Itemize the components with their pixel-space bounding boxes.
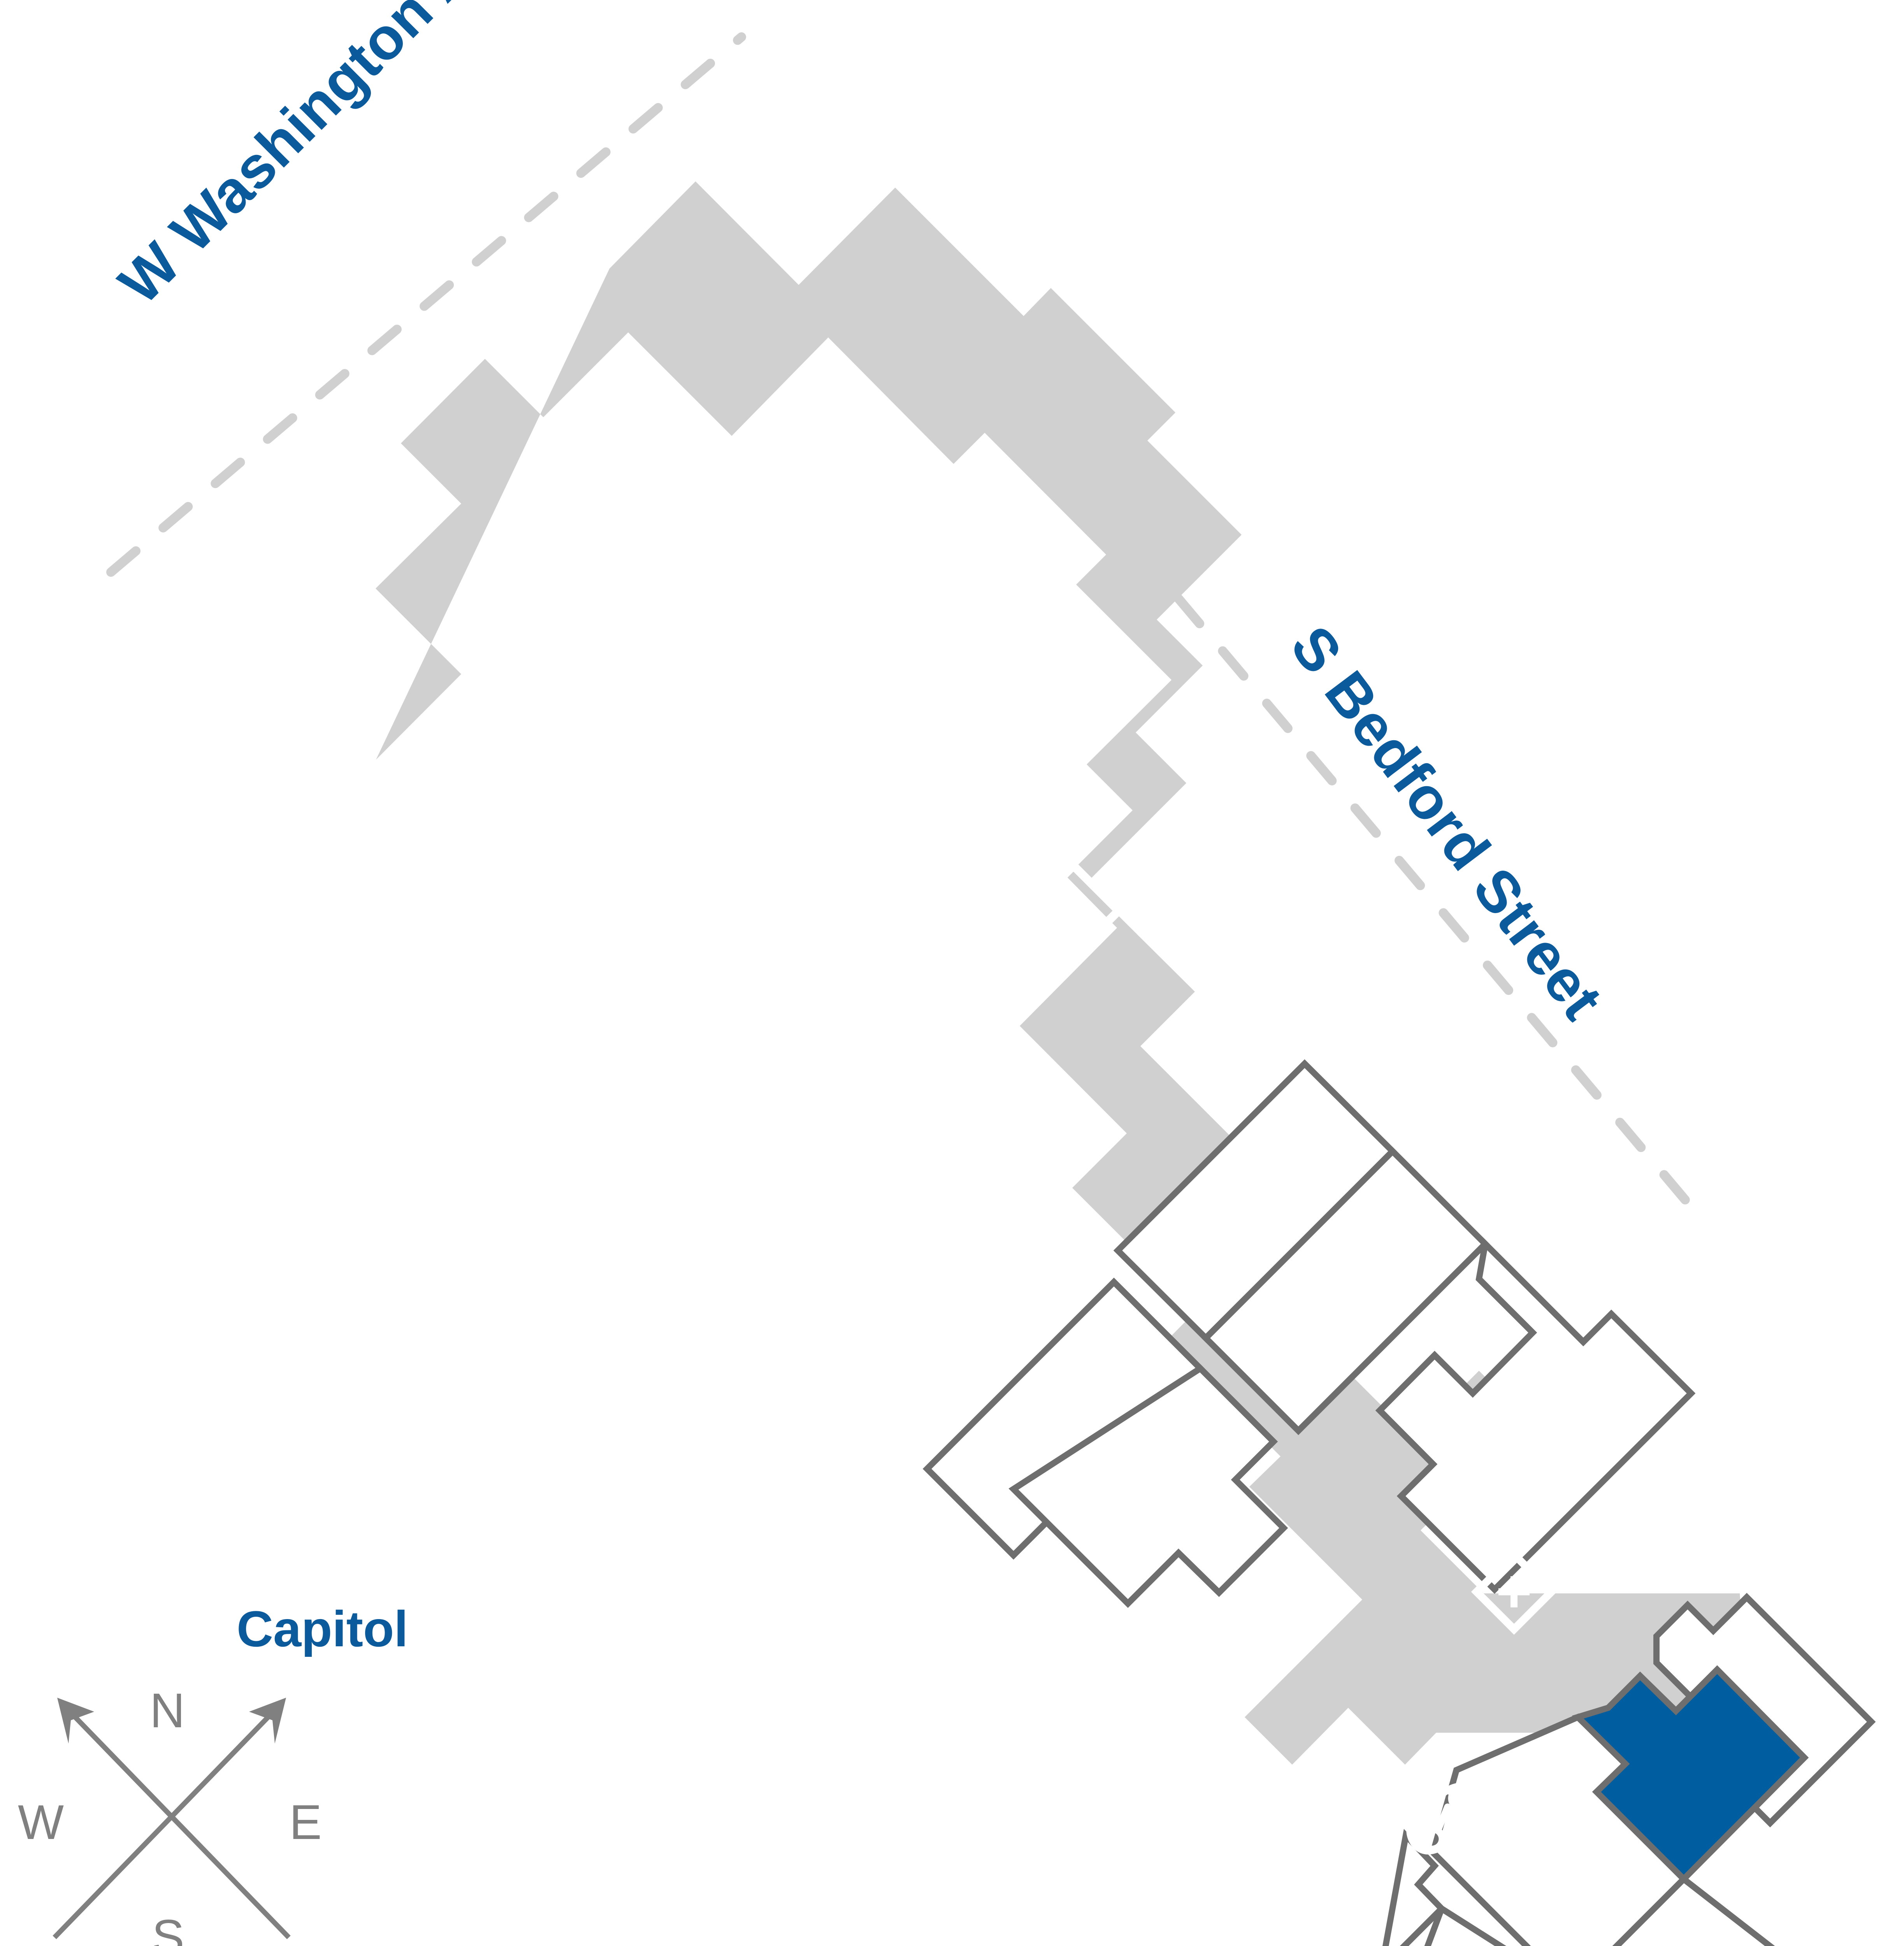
building-unit-5[interactable] bbox=[1008, 1364, 1288, 1608]
buildings-layer bbox=[922, 1059, 1904, 1946]
compass-label-e: E bbox=[289, 1795, 321, 1849]
building-unit-7[interactable] bbox=[1653, 1593, 1876, 1828]
crossing-diamond-outline bbox=[1471, 1549, 1557, 1635]
pedestrian-plaza-main bbox=[376, 181, 1744, 1765]
plaza-layer bbox=[376, 181, 1744, 1765]
street-label-s-bedford-street: S Bedford Street bbox=[1278, 614, 1616, 1032]
s-bedford-dash-line bbox=[1174, 594, 1709, 1227]
markers-layer bbox=[1022, 859, 1557, 1855]
north-east-arrowhead bbox=[249, 1698, 286, 1744]
parking-car-marker bbox=[1402, 1780, 1492, 1855]
compass-label-n: N bbox=[150, 1684, 185, 1738]
building-unit-11[interactable] bbox=[1388, 1904, 1572, 1946]
street-labels-layer: W Washington Ave S Bedford Street bbox=[106, 0, 1616, 1031]
poi-labels-layer: Capitol bbox=[237, 1600, 408, 1657]
compass-rose: N W E S bbox=[18, 1684, 322, 1946]
street-label-w-washington-ave: W Washington Ave bbox=[106, 0, 532, 316]
compass-label-s: S bbox=[152, 1910, 184, 1946]
building-unit-4[interactable] bbox=[922, 1277, 1205, 1560]
crossing-x-glyph bbox=[1498, 1576, 1530, 1607]
building-unit-2[interactable] bbox=[1201, 1147, 1490, 1435]
car-icon bbox=[1402, 1780, 1492, 1855]
compass-label-w: W bbox=[18, 1795, 64, 1849]
building-unit-12[interactable] bbox=[1572, 1875, 1904, 1946]
crossing-diamond-outline bbox=[1022, 859, 1125, 962]
compass-axis-se-nw bbox=[64, 1706, 291, 1939]
north-west-arrowhead bbox=[57, 1698, 94, 1744]
building-unit-10[interactable] bbox=[1366, 1829, 1512, 1946]
building-unit-3[interactable] bbox=[1375, 1237, 1696, 1594]
crossing-x-glyph bbox=[1055, 892, 1092, 929]
dashed-street-layer bbox=[106, 32, 1709, 1227]
w-washington-dash-line bbox=[106, 32, 746, 577]
pedestrian-crossing-marker-south bbox=[1471, 1549, 1557, 1635]
poi-label-capitol: Capitol bbox=[237, 1600, 408, 1657]
compass-axis-sw-ne bbox=[53, 1706, 279, 1939]
pedestrian-crossing-marker-north bbox=[1022, 859, 1125, 962]
building-unit-9[interactable] bbox=[1430, 1713, 1688, 1946]
